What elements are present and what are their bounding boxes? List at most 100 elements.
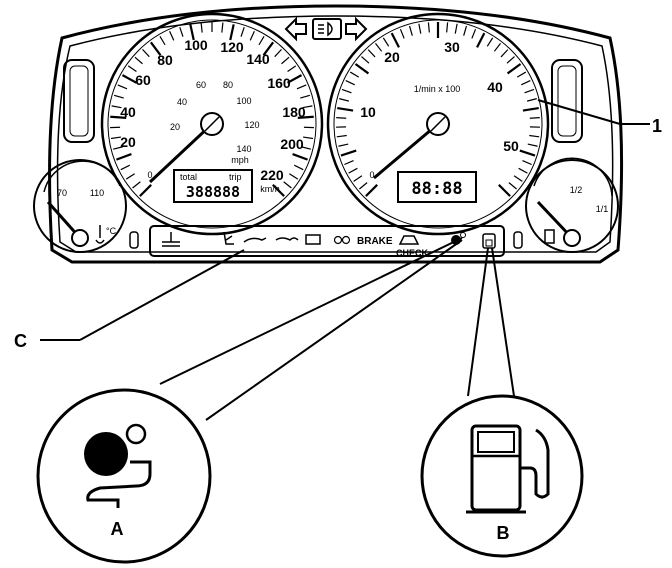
mph-tick-label: 40 bbox=[177, 97, 187, 107]
odometer-trip-label: trip bbox=[229, 172, 242, 182]
tachometer-needle bbox=[373, 122, 439, 180]
temperature-gauge: 70 110 °C bbox=[33, 159, 127, 253]
dial-tick-mark bbox=[348, 167, 358, 174]
dial-tick-mark bbox=[476, 32, 486, 48]
speedometer-needle bbox=[148, 122, 214, 184]
kmh-tick-label: 100 bbox=[184, 37, 208, 53]
odometer-total-label: total bbox=[180, 172, 197, 182]
callout-b-detail: B bbox=[420, 394, 584, 558]
dial-tick-mark bbox=[337, 106, 354, 112]
mph-tick-label: 120 bbox=[244, 120, 259, 130]
dial-tick-mark bbox=[302, 136, 314, 140]
occupant-head-icon bbox=[125, 423, 147, 445]
left-small-indicator bbox=[129, 231, 139, 249]
temp-tick-label: 110 bbox=[90, 188, 104, 198]
dial-tick-mark bbox=[345, 80, 356, 86]
dial-tick-mark bbox=[446, 22, 449, 33]
dial-tick-mark bbox=[349, 71, 360, 78]
dial-tick-mark bbox=[294, 164, 304, 171]
cluster-housing-inner bbox=[56, 15, 614, 253]
dial-tick-mark bbox=[526, 98, 537, 102]
tachometer-hub-mark bbox=[430, 116, 446, 132]
dial-tick-mark bbox=[522, 106, 539, 112]
tachometer-tick-marks bbox=[336, 22, 540, 197]
kmh-tick-label: 220 bbox=[260, 167, 284, 183]
turn-left-arrow-icon bbox=[284, 16, 307, 42]
left-side-window-inner bbox=[69, 65, 89, 137]
dial-tick-mark bbox=[125, 173, 135, 180]
callout-a-line-lower bbox=[205, 239, 463, 421]
dial-tick-mark bbox=[427, 22, 430, 33]
leader-lines bbox=[40, 99, 650, 421]
parking-light-icon bbox=[333, 235, 351, 245]
kmh-tick-label: 40 bbox=[120, 104, 136, 120]
callout-c-label: C bbox=[14, 331, 27, 351]
dial-tick-mark bbox=[142, 48, 150, 58]
clock-display bbox=[397, 171, 477, 203]
dial-tick-mark bbox=[493, 43, 501, 52]
dial-tick-mark bbox=[127, 65, 137, 73]
occupant-body-icon bbox=[86, 460, 152, 508]
dial-tick-mark bbox=[527, 143, 538, 147]
dial-tick-mark bbox=[471, 28, 477, 39]
thermometer-icon bbox=[95, 225, 105, 244]
dial-tick-mark bbox=[283, 181, 292, 189]
dial-tick-mark bbox=[354, 63, 370, 75]
dial-tick-mark bbox=[529, 116, 540, 119]
callout-a-detail: A bbox=[36, 388, 212, 564]
dial-tick-mark bbox=[121, 74, 138, 84]
dial-tick-mark bbox=[399, 28, 405, 39]
glow-plug-icon bbox=[275, 237, 299, 241]
callout-c-line-diagonal bbox=[79, 249, 245, 341]
dial-tick-mark bbox=[336, 116, 347, 119]
high-beam-icon bbox=[312, 18, 342, 40]
dial-tick-mark bbox=[169, 30, 175, 41]
kmh-unit-label: km/h bbox=[260, 184, 280, 194]
dial-tick-mark bbox=[486, 37, 494, 47]
dial-tick-mark bbox=[120, 164, 130, 171]
temp-unit-label: °C bbox=[106, 226, 117, 236]
tacho-tick-label: 50 bbox=[503, 138, 519, 154]
callout-a-line-upper bbox=[159, 237, 463, 385]
mph-unit-label: mph bbox=[231, 155, 249, 165]
dial-tick-mark bbox=[240, 27, 245, 37]
dial-tick-mark bbox=[300, 94, 311, 99]
dial-tick-mark bbox=[359, 182, 368, 190]
fuel-reserve-indicator-icon bbox=[482, 233, 496, 249]
mph-tick-label: 100 bbox=[236, 96, 251, 106]
dial-tick-mark bbox=[189, 24, 195, 41]
speedometer-tick-marks bbox=[110, 22, 314, 197]
temperature-hub bbox=[71, 229, 89, 247]
dial-tick-mark bbox=[272, 184, 285, 197]
callout-b-label: B bbox=[497, 523, 510, 543]
seat-heater-icon bbox=[223, 231, 234, 245]
callout-a-label: A bbox=[111, 519, 124, 539]
dial-tick-mark bbox=[520, 80, 531, 86]
dial-tick-mark bbox=[134, 56, 143, 65]
fuel-tick-label: 1/2 bbox=[570, 185, 583, 195]
dial-tick-mark bbox=[258, 35, 265, 46]
right-small-indicator bbox=[513, 231, 523, 249]
dial-tick-mark bbox=[221, 22, 224, 33]
dial-tick-mark bbox=[506, 56, 515, 64]
dial-tick-mark bbox=[116, 153, 132, 161]
dial-tick-mark bbox=[296, 84, 307, 90]
dial-tick-mark bbox=[508, 182, 517, 190]
cluster-housing-outer bbox=[48, 4, 624, 264]
dial-tick-mark bbox=[361, 56, 370, 64]
dial-tick-mark bbox=[498, 184, 511, 197]
dial-tick-mark bbox=[518, 167, 528, 174]
clock-value: 88:88 bbox=[411, 179, 462, 199]
dial-tick-mark bbox=[302, 105, 313, 109]
tacho-tick-label: 10 bbox=[360, 104, 376, 120]
odometer-value: 388888 bbox=[186, 183, 240, 201]
check-warning-label: CHECK bbox=[396, 248, 429, 258]
fuel-hub bbox=[563, 229, 581, 247]
dial-tick-mark bbox=[344, 159, 354, 166]
dial-tick-mark bbox=[274, 48, 282, 58]
dial-tick-mark bbox=[297, 115, 314, 119]
seat-belt-warning-lamp-icon bbox=[84, 432, 128, 476]
dial-tick-mark bbox=[113, 146, 124, 150]
kmh-tick-label: 160 bbox=[267, 75, 291, 91]
dial-tick-mark bbox=[179, 27, 184, 37]
